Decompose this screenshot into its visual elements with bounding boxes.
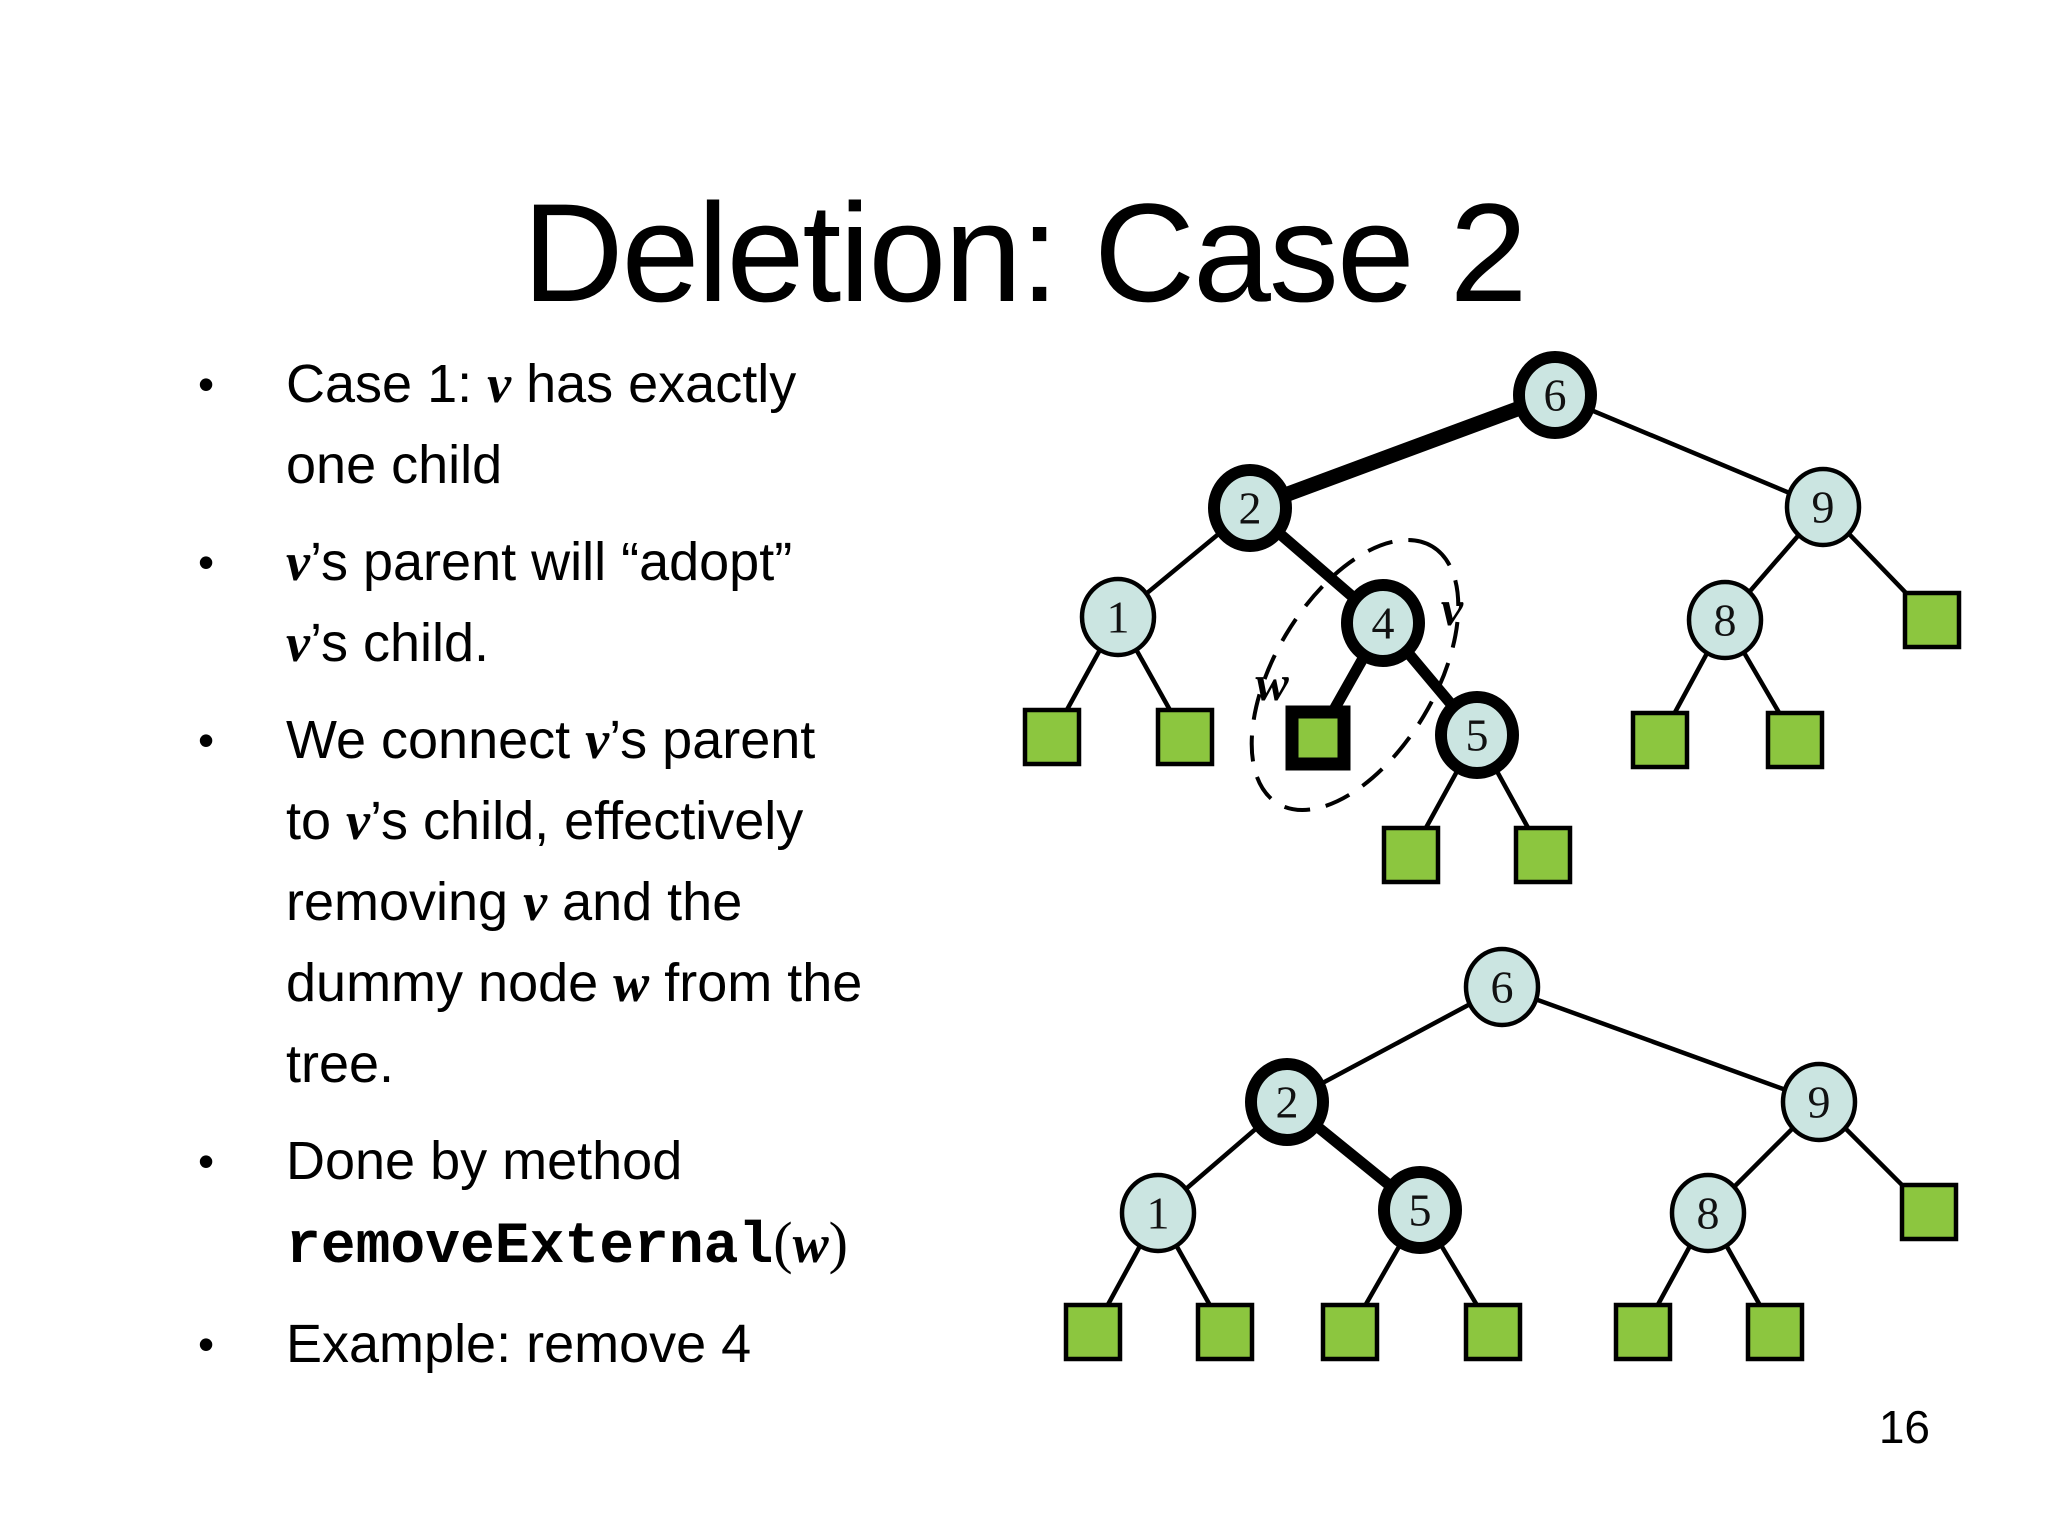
- bullet-text-line: one child: [286, 435, 503, 495]
- node-key-label: 6: [1544, 370, 1567, 421]
- node-key-label: 4: [1372, 598, 1395, 649]
- tree-before-removal: 6 2 9 1 4 8 5 v w: [1022, 351, 1962, 885]
- internal-node-8: [1669, 1172, 1747, 1254]
- bullet-text-line: v’s parent will “adopt”: [286, 532, 793, 592]
- dummy-external-node-square: [1285, 705, 1351, 771]
- bullet-text-line: removeExternal(w): [286, 1210, 848, 1280]
- node-key-label: 5: [1466, 710, 1489, 761]
- bullet-dot-icon: •: [198, 536, 215, 588]
- tree-edge: [1501, 984, 1820, 1105]
- internal-node-2: [1208, 464, 1292, 552]
- node-key-label: 6: [1491, 962, 1514, 1013]
- bullet-text-line: We connect v’s parent: [286, 710, 816, 770]
- bullet-text-line: Example: remove 4: [286, 1314, 752, 1374]
- node-key-label: 1: [1147, 1188, 1170, 1239]
- bullet-text-line: Case 1: v has exactly: [286, 354, 797, 414]
- external-node-square: [1513, 825, 1573, 885]
- bullet-item: • Done by method removeExternal(w): [190, 1121, 1050, 1288]
- external-node-square: [1022, 707, 1082, 767]
- external-node-square: [1063, 1302, 1123, 1362]
- node-key-label: 2: [1239, 483, 1262, 534]
- external-node-square: [1463, 1302, 1523, 1362]
- tree-edge: [1554, 392, 1824, 510]
- bullet-text-line: tree.: [286, 1034, 395, 1094]
- math-label-v: v: [1441, 580, 1464, 636]
- bullet-dot-icon: •: [198, 714, 215, 766]
- external-node-square: [1765, 710, 1825, 770]
- node-key-label: 2: [1276, 1077, 1299, 1128]
- external-node-square: [1381, 825, 1441, 885]
- internal-node-6: [1463, 946, 1541, 1028]
- math-label-w: w: [1255, 655, 1289, 711]
- bullet-text-line: to v’s child, effectively: [286, 791, 804, 851]
- bullet-dot-icon: •: [198, 1318, 215, 1370]
- internal-node-2: [1245, 1058, 1329, 1146]
- page-title: Deletion: Case 2: [522, 173, 1527, 331]
- internal-node-1: [1079, 576, 1157, 658]
- node-key-label: 1: [1107, 592, 1130, 643]
- internal-node-5: [1435, 691, 1519, 779]
- node-key-label: 9: [1812, 482, 1835, 533]
- tree-after-removal: 6 2 9 1 5 8: [1063, 946, 1959, 1362]
- external-node-square: [1899, 1182, 1959, 1242]
- node-key-label: 8: [1697, 1188, 1720, 1239]
- bullet-dot-icon: •: [198, 358, 215, 410]
- external-node-square: [1613, 1302, 1673, 1362]
- internal-node-9: [1784, 466, 1862, 548]
- external-node-square: [1320, 1302, 1380, 1362]
- external-node-square: [1902, 590, 1962, 650]
- node-key-label: 5: [1409, 1185, 1432, 1236]
- dashed-region-outline: [1249, 537, 1461, 813]
- bullet-text-line: v’s child.: [286, 613, 490, 673]
- bullet-text-line: dummy node w from the: [286, 953, 863, 1013]
- bullet-text-line: Done by method: [286, 1131, 683, 1191]
- internal-node-9: [1780, 1061, 1858, 1143]
- internal-node-4: [1341, 579, 1425, 667]
- node-key-label: 8: [1714, 595, 1737, 646]
- bullet-item: • Case 1: v has exactly one child: [190, 344, 1050, 506]
- bullet-list: • Case 1: v has exactly one child • v’s pare…: [190, 344, 1050, 1401]
- bullet-dot-icon: •: [198, 1135, 215, 1187]
- node-key-label: 9: [1808, 1077, 1831, 1128]
- tree-edge: [1247, 387, 1558, 516]
- internal-node-6: [1513, 351, 1597, 439]
- bullet-item: • Example: remove 4: [190, 1304, 1050, 1385]
- internal-node-1: [1119, 1172, 1197, 1254]
- internal-node-5: [1378, 1166, 1462, 1254]
- external-node-square: [1155, 707, 1215, 767]
- external-node-square: [1745, 1302, 1805, 1362]
- bullet-item: • v’s parent will “adopt” v’s child.: [190, 522, 1050, 684]
- external-node-square: [1630, 710, 1690, 770]
- bullet-item: • We connect v’s parent to v’s child, effe…: [190, 700, 1050, 1105]
- external-node-square: [1195, 1302, 1255, 1362]
- page-number: 16: [1878, 1401, 1930, 1453]
- internal-node-8: [1686, 579, 1764, 661]
- bullet-text-line: removing v and the: [286, 872, 743, 932]
